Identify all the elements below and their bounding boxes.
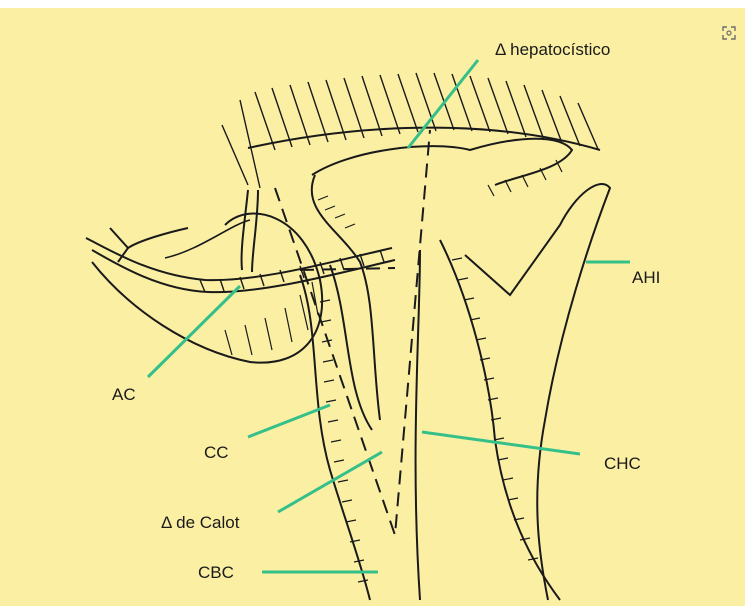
calot-triangle (275, 130, 430, 535)
label-chc: CHC (604, 454, 641, 473)
leader-lines (148, 60, 630, 572)
expand-icon[interactable] (718, 22, 740, 44)
label-hepatocistico: Δ hepatocístico (495, 40, 610, 59)
expand-icon-glyph (722, 26, 736, 40)
cystic-artery (86, 190, 395, 292)
label-cbc: CBC (198, 563, 234, 582)
duct-hatching (318, 160, 562, 582)
label-ahi: AHI (632, 268, 660, 287)
liver-edge (222, 73, 600, 188)
label-ac: AC (112, 385, 136, 404)
gallbladder (92, 214, 322, 363)
label-cc: CC (204, 443, 229, 462)
ducts (300, 139, 610, 600)
label-calot: Δ de Calot (161, 513, 240, 532)
